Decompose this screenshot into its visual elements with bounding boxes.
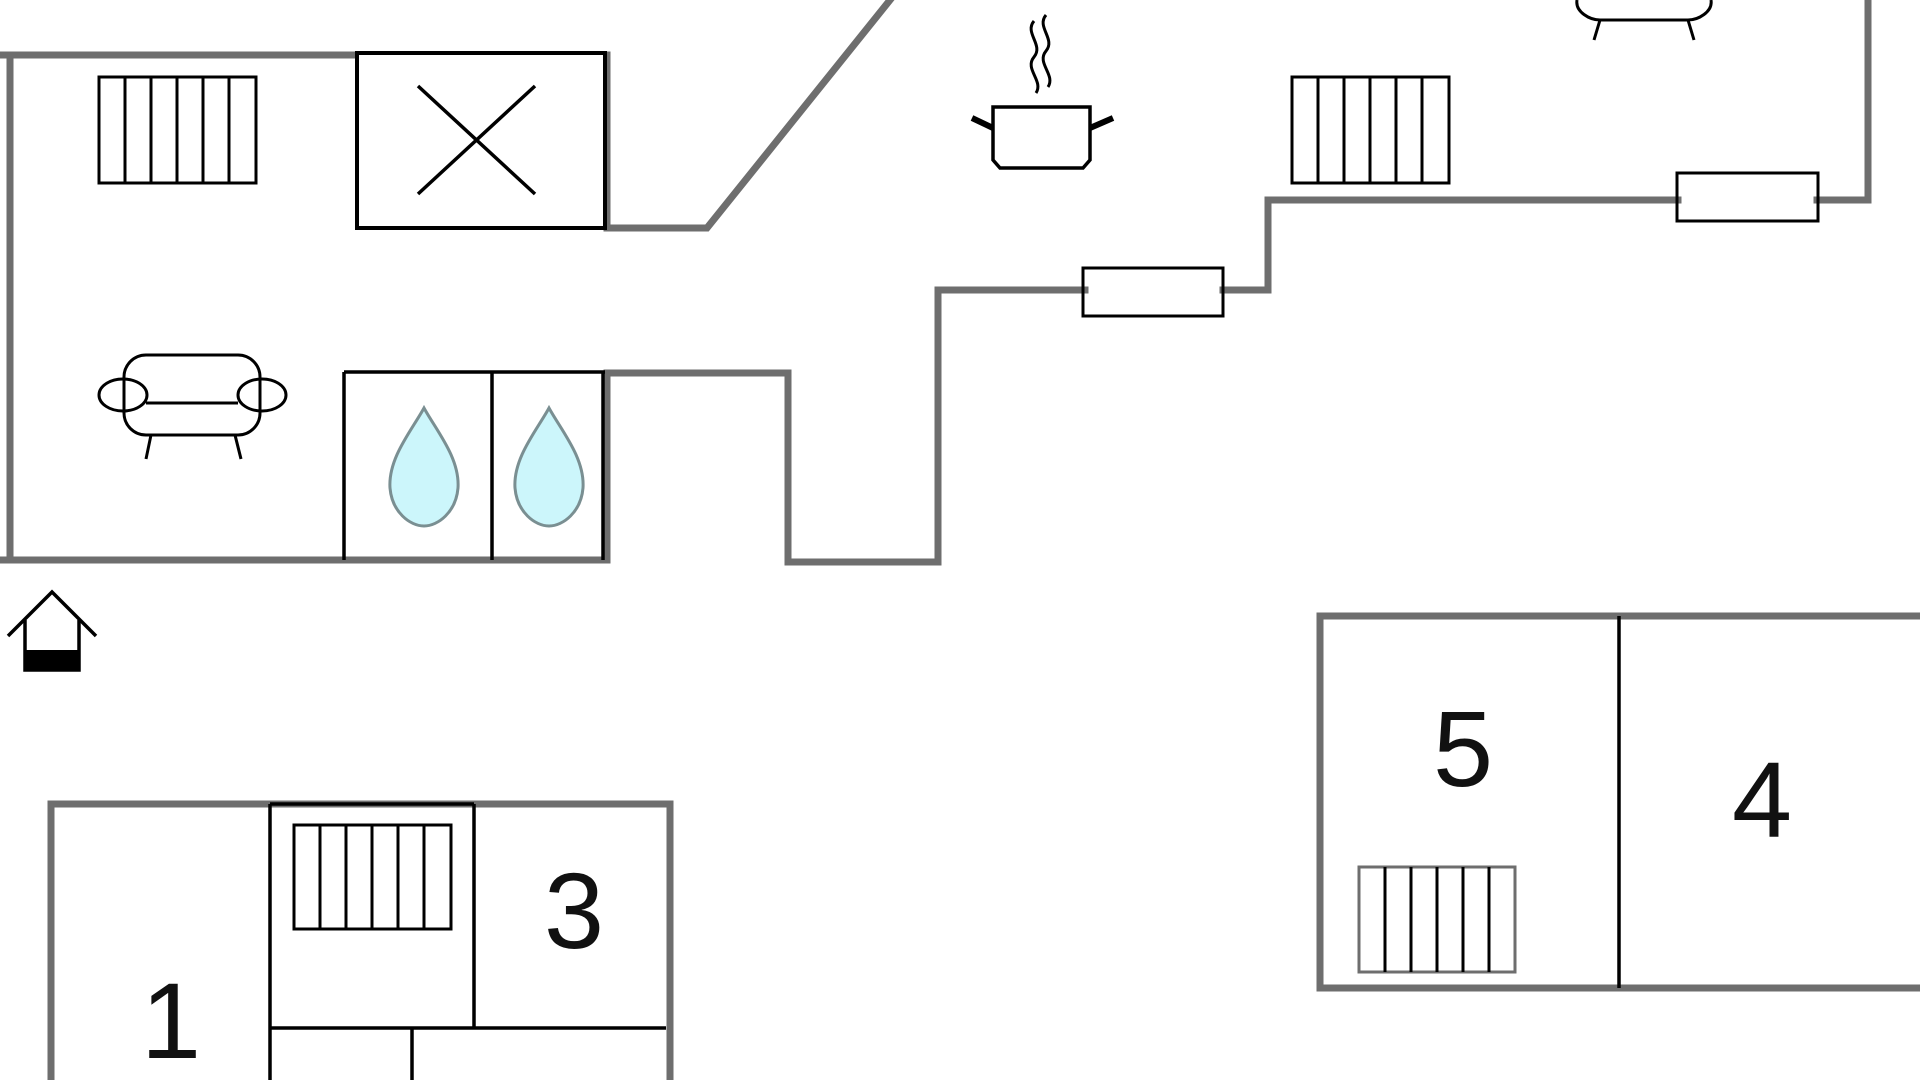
room-number-5: 5 — [1433, 688, 1493, 809]
radiator-icon — [292, 823, 453, 931]
entrance-icon — [6, 589, 98, 672]
main-floor-walls — [0, 0, 1872, 566]
water-drop-icon — [513, 404, 585, 528]
radiator-icon — [97, 75, 258, 185]
bottom-wall — [0, 286, 1089, 566]
room-number-1: 1 — [141, 960, 201, 1080]
cooking-pot-icon — [970, 14, 1115, 170]
window-icon — [1081, 266, 1225, 318]
radiator-icon — [1357, 865, 1517, 974]
water-drop-icon — [388, 404, 460, 528]
fireplace-icon — [355, 51, 607, 230]
sofa-icon — [97, 353, 288, 460]
lower-left-partitions — [268, 802, 666, 1080]
right-wall — [1813, 0, 1872, 204]
window-icon — [1675, 171, 1820, 223]
room-number-4: 4 — [1732, 739, 1792, 860]
right-stepped-wall — [1219, 196, 1682, 294]
room-number-3: 3 — [544, 850, 604, 971]
sofa-icon — [1575, 0, 1713, 41]
radiator-icon — [1290, 75, 1451, 185]
bathroom — [342, 370, 605, 560]
